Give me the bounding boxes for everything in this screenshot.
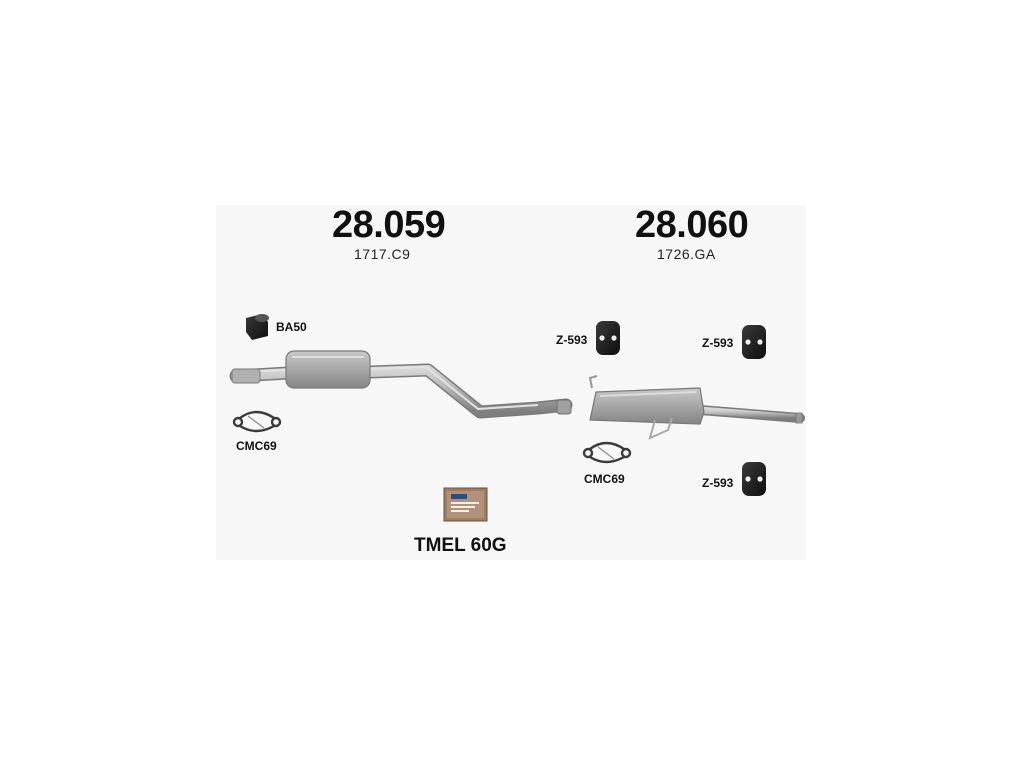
paste-package-icon [443, 487, 488, 522]
z593-label-lower-right: Z-593 [702, 476, 734, 490]
cmc69-clamp-rear-icon [582, 441, 632, 464]
cmc69-rear-label: CMC69 [584, 472, 625, 486]
tmel-paste-label: TMEL 60G [414, 535, 507, 556]
z593-hanger-icon [596, 321, 620, 355]
front-part-number: 28.059 [332, 204, 446, 246]
front-muffler-assembly [229, 350, 573, 419]
ba50-bush-icon [246, 314, 269, 340]
ba50-label: BA50 [276, 320, 307, 334]
cmc69-front-label: CMC69 [236, 439, 277, 453]
rear-oem-code: 1726.GA [657, 246, 716, 262]
z593-label-upper-right: Z-593 [702, 336, 734, 350]
rear-muffler-assembly [588, 375, 805, 440]
z593-hanger-icon [742, 462, 766, 496]
rear-part-number: 28.060 [635, 204, 749, 246]
z593-hanger-icon [742, 325, 766, 359]
cmc69-clamp-front-icon [232, 410, 282, 433]
front-oem-code: 1717.C9 [354, 246, 411, 262]
z593-label-upper-left: Z-593 [556, 333, 588, 347]
